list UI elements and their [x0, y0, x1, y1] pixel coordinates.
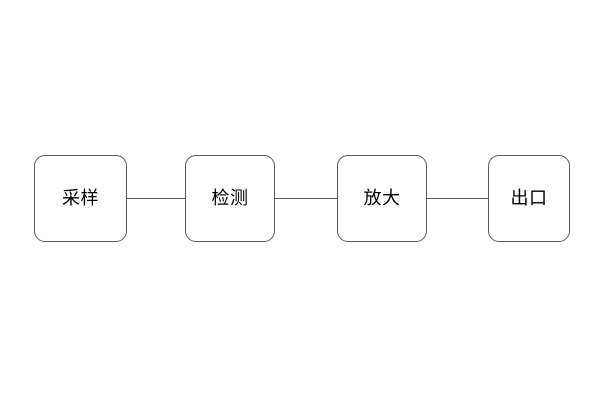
flow-node-amplification[interactable]: 放大	[337, 155, 427, 242]
flow-node-sampling[interactable]: 采样	[34, 155, 127, 242]
flow-node-label: 出口	[510, 187, 548, 209]
flow-node-label: 放大	[363, 187, 401, 209]
flow-node-label: 检测	[211, 187, 249, 209]
connector-amplification-to-outlet	[427, 198, 488, 199]
connector-detection-to-amplification	[275, 198, 337, 199]
flow-node-row: 采样 检测 放大 出口	[0, 155, 600, 243]
connector-sampling-to-detection	[127, 198, 185, 199]
flow-node-outlet[interactable]: 出口	[488, 155, 570, 242]
flow-node-detection[interactable]: 检测	[185, 155, 275, 242]
flow-node-label: 采样	[62, 187, 99, 209]
